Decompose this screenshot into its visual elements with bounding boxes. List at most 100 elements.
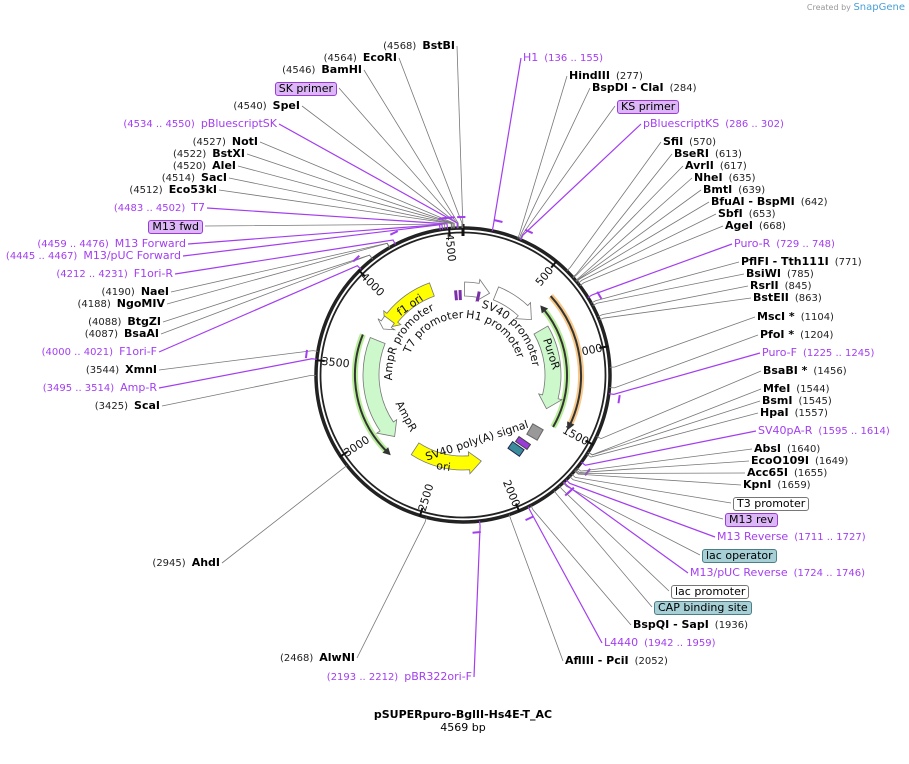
enzyme-label-acc65i[interactable]: Acc65I(1655) bbox=[747, 467, 833, 480]
feature-label-sk-primer[interactable]: SK primer bbox=[274, 82, 337, 96]
feature-label-cap-binding-site[interactable]: CAP binding site bbox=[654, 601, 752, 615]
puror-orf-line[interactable] bbox=[543, 308, 568, 428]
enzyme-label-alwni[interactable]: (2468)AlwNI bbox=[274, 652, 355, 665]
primer-label-h1[interactable]: H1(136 .. 155) bbox=[523, 52, 609, 65]
enzyme-label-bsaai[interactable]: (4087)BsaAI bbox=[79, 328, 159, 341]
enzyme-label-afliii-pcii[interactable]: AflIII - PciI(2052) bbox=[565, 655, 674, 668]
ampr-orf-line[interactable] bbox=[354, 334, 388, 453]
enzyme-label-sbfi[interactable]: SbfI(653) bbox=[718, 208, 782, 221]
primer-label-m13-puc-forward[interactable]: (4445 .. 4467)M13/pUC Forward bbox=[0, 250, 181, 263]
feature-label-m13-fwd[interactable]: M13 fwd bbox=[148, 220, 203, 234]
enzyme-label-noti[interactable]: (4527)NotI bbox=[187, 136, 258, 149]
enzyme-label-absi[interactable]: AbsI(1640) bbox=[754, 443, 826, 456]
puror-orf-line-orange-arrowhead bbox=[567, 421, 575, 431]
enzyme-label-pfoi-[interactable]: PfoI *(1204) bbox=[760, 329, 839, 342]
primer-label-m13-forward[interactable]: (4459 .. 4476)M13 Forward bbox=[31, 238, 186, 251]
enzyme-label-bspdi-clai[interactable]: BspDI - ClaI(284) bbox=[592, 82, 703, 95]
primer-site-mark bbox=[472, 531, 481, 534]
enzyme-label-kpni[interactable]: KpnI(1659) bbox=[743, 479, 817, 492]
primer-site-mark bbox=[617, 394, 621, 404]
site-position: (785) bbox=[786, 269, 814, 280]
site-position: (4564) bbox=[323, 53, 357, 64]
site-position: (1936) bbox=[714, 620, 749, 631]
enzyme-label-ngomiv[interactable]: (4188)NgoMIV bbox=[72, 298, 165, 311]
enzyme-label-bseri[interactable]: BseRI(613) bbox=[674, 148, 748, 161]
primer-label-pbluescriptsk[interactable]: (4534 .. 4550)pBluescriptSK bbox=[117, 118, 277, 131]
enzyme-label-hpai[interactable]: HpaI(1557) bbox=[760, 407, 834, 420]
feature-ampr[interactable] bbox=[362, 337, 398, 438]
feature-label-lac-operator[interactable]: lac operator bbox=[702, 549, 777, 563]
tick-mark bbox=[599, 345, 609, 349]
enzyme-label-ecori[interactable]: (4564)EcoRI bbox=[318, 52, 397, 65]
enzyme-label-msci-[interactable]: MscI *(1104) bbox=[757, 311, 840, 324]
puror-orf-line-arrowhead bbox=[540, 305, 549, 314]
enzyme-label-rsrii[interactable]: RsrII(845) bbox=[750, 280, 818, 293]
enzyme-label-bsiwi[interactable]: BsiWI(785) bbox=[746, 268, 820, 281]
leader-line bbox=[577, 213, 717, 284]
feature-puror[interactable] bbox=[533, 325, 564, 410]
puror-orf-line-orange[interactable] bbox=[549, 295, 582, 426]
enzyme-label-bstbi[interactable]: (4568)BstBI bbox=[377, 40, 455, 53]
enzyme-label-xmni[interactable]: (3544)XmnI bbox=[80, 364, 157, 377]
feature-h1-promoter[interactable] bbox=[463, 278, 491, 302]
enzyme-label-bmti[interactable]: BmtI(639) bbox=[703, 184, 771, 197]
site-position: (617) bbox=[719, 161, 747, 172]
primer-label-f1ori-r[interactable]: (4212 .. 4231)F1ori-R bbox=[50, 268, 173, 281]
enzyme-label-bfuai-bspmi[interactable]: BfuAI - BspMI(642) bbox=[711, 196, 834, 209]
primer-label-pbr322ori-f[interactable]: (2193 .. 2212)pBR322ori-F bbox=[321, 671, 472, 684]
feature-label-lac-promoter[interactable]: lac promoter bbox=[671, 585, 750, 599]
leader-line bbox=[599, 297, 752, 321]
primer-label-f1ori-f[interactable]: (4000 .. 4021)F1ori-F bbox=[36, 346, 157, 359]
enzyme-label-ahdi[interactable]: (2945)AhdI bbox=[146, 557, 220, 570]
enzyme-label-eco53ki[interactable]: (4512)Eco53kI bbox=[123, 184, 217, 197]
feature-ori[interactable] bbox=[410, 442, 482, 475]
snapgene-credit: Created by SnapGene bbox=[807, 2, 905, 13]
feature-name-ampr: AmpR bbox=[393, 399, 420, 434]
leader-line bbox=[575, 189, 702, 282]
enzyme-label-naei[interactable]: (4190)NaeI bbox=[96, 286, 169, 299]
site-name: RsrII bbox=[750, 279, 779, 292]
primer-label-puro-f[interactable]: Puro-F(1225 .. 1245) bbox=[762, 347, 880, 360]
enzyme-label-hindiii[interactable]: HindIII(277) bbox=[569, 70, 649, 83]
enzyme-label-bstxi[interactable]: (4522)BstXI bbox=[167, 148, 245, 161]
site-position: (4000 .. 4021) bbox=[41, 347, 114, 358]
enzyme-label-btgzi[interactable]: (4088)BtgZI bbox=[82, 316, 161, 329]
primer-label-t7[interactable]: (4483 .. 4502)T7 bbox=[108, 202, 205, 215]
enzyme-label-nhei[interactable]: NheI(635) bbox=[694, 172, 761, 185]
enzyme-label-mfei[interactable]: MfeI(1544) bbox=[763, 383, 836, 396]
primer-label-amp-r[interactable]: (3495 .. 3514)Amp-R bbox=[37, 382, 157, 395]
enzyme-label-scai[interactable]: (3425)ScaI bbox=[89, 400, 160, 413]
feature-label-m13-rev[interactable]: M13 rev bbox=[725, 513, 778, 527]
feature-label-ks-primer[interactable]: KS primer bbox=[617, 100, 680, 114]
tick-label: 2500 bbox=[416, 482, 437, 513]
enzyme-label-bsabi-[interactable]: BsaBI *(1456) bbox=[763, 365, 853, 378]
enzyme-label-bsmi[interactable]: BsmI(1545) bbox=[762, 395, 838, 408]
sv40-polya-feature[interactable] bbox=[526, 423, 544, 441]
leader-line bbox=[246, 153, 454, 229]
primer-label-pbluescriptks[interactable]: pBluescriptKS(286 .. 302) bbox=[643, 118, 790, 131]
site-position: (1595 .. 1614) bbox=[818, 426, 890, 437]
primer-label-m13-reverse[interactable]: M13 Reverse(1711 .. 1727) bbox=[717, 531, 872, 544]
enzyme-label-bspqi-sapi[interactable]: BspQI - SapI(1936) bbox=[633, 619, 754, 632]
enzyme-label-agei[interactable]: AgeI(668) bbox=[725, 220, 792, 233]
leader-line bbox=[158, 264, 362, 353]
enzyme-label-spei[interactable]: (4540)SpeI bbox=[227, 100, 300, 113]
feature-sv40-promoter[interactable] bbox=[492, 286, 532, 321]
primer-label-puro-r[interactable]: Puro-R(729 .. 748) bbox=[734, 238, 841, 251]
enzyme-label-bsteii[interactable]: BstEII(863) bbox=[753, 292, 828, 305]
enzyme-label-pflfi-tth111i[interactable]: PflFI - Tth111I(771) bbox=[741, 256, 868, 269]
enzyme-label-alei[interactable]: (4520)AleI bbox=[167, 160, 236, 173]
enzyme-label-avrii[interactable]: AvrII(617) bbox=[685, 160, 753, 173]
primer-site-mark bbox=[596, 291, 603, 300]
primer-label-l4440[interactable]: L4440(1942 .. 1959) bbox=[604, 637, 722, 650]
enzyme-label-ecoo109i[interactable]: EcoO109I(1649) bbox=[751, 455, 854, 468]
enzyme-label-saci[interactable]: (4514)SacI bbox=[156, 172, 227, 185]
primer-label-m13-puc-reverse[interactable]: M13/pUC Reverse(1724 .. 1746) bbox=[690, 567, 871, 580]
enzyme-label-sfii[interactable]: SfiI(570) bbox=[663, 136, 722, 149]
leader-line bbox=[158, 350, 318, 371]
primer-label-sv40pa-r[interactable]: SV40pA-R(1595 .. 1614) bbox=[758, 425, 896, 438]
feature-ampr-promoter[interactable] bbox=[377, 315, 397, 331]
feature-label-t3-promoter[interactable]: T3 promoter bbox=[733, 497, 810, 511]
enzyme-label-bamhi[interactable]: (4546)BamHI bbox=[276, 64, 362, 77]
